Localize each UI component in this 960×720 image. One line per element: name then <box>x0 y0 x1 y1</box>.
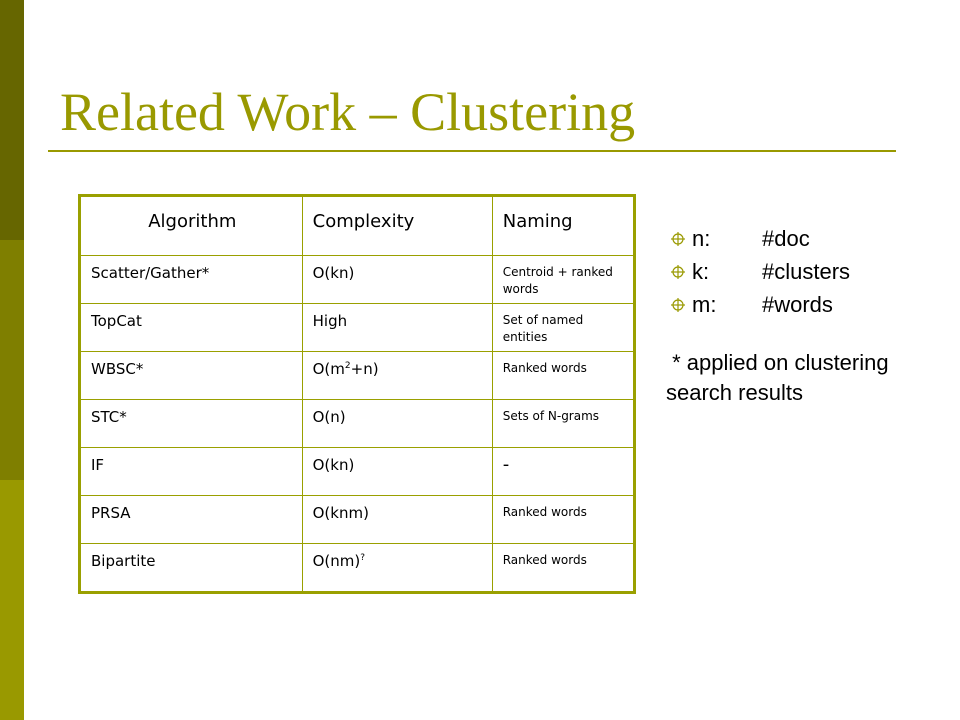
cell-algorithm: Scatter/Gather* <box>79 255 303 304</box>
cell-algorithm: Bipartite <box>79 543 303 593</box>
table-row: WBSC* O(m2+n) Ranked words <box>79 351 636 400</box>
algorithm-table: Algorithm Complexity Naming Scatter/Gath… <box>78 194 636 594</box>
cell-algorithm: TopCat <box>79 303 303 352</box>
cell-complexity: O(nm)? <box>301 543 493 593</box>
cell-naming: Ranked words <box>491 495 636 544</box>
slide-title: Related Work – Clustering <box>60 82 636 142</box>
table-header-row: Algorithm Complexity Naming <box>79 195 636 256</box>
cell-naming: Set of named entities <box>491 303 636 352</box>
sidebar-decoration-middle <box>0 240 24 480</box>
cell-algorithm: IF <box>79 447 303 496</box>
legend-value: #words <box>762 291 833 317</box>
crosshair-circle-icon <box>670 297 686 313</box>
cell-naming: Centroid + ranked words <box>491 255 636 304</box>
cell-naming: Sets of N-grams <box>491 399 636 448</box>
table-row: Bipartite O(nm)? Ranked words <box>79 543 636 593</box>
header-naming: Naming <box>491 195 636 256</box>
cell-naming: - <box>491 447 636 496</box>
legend-value: #doc <box>762 225 810 251</box>
table-row: STC* O(n) Sets of N-grams <box>79 399 636 448</box>
cell-complexity: O(m2+n) <box>301 351 493 400</box>
sidebar-decoration-top <box>0 0 24 240</box>
legend-key: m: <box>692 291 717 317</box>
crosshair-circle-icon <box>670 231 686 247</box>
header-algorithm: Algorithm <box>79 195 303 256</box>
cell-naming: Ranked words <box>491 351 636 400</box>
cell-complexity: O(knm) <box>301 495 493 544</box>
table-row: IF O(kn) - <box>79 447 636 496</box>
legend-item: m: #words <box>670 288 850 321</box>
cell-complexity: O(kn) <box>301 255 493 304</box>
complexity-base: O(nm) <box>312 552 361 570</box>
table-row: TopCat High Set of named entities <box>79 303 636 352</box>
crosshair-circle-icon <box>670 264 686 280</box>
table-row: PRSA O(knm) Ranked words <box>79 495 636 544</box>
complexity-superscript: ? <box>360 553 366 563</box>
cell-complexity: O(kn) <box>301 447 493 496</box>
footnote: * applied on clustering search results <box>666 350 895 405</box>
variable-legend: n: #doc k: #clusters m: #words <box>670 222 850 321</box>
complexity-superscript: 2 <box>344 361 351 371</box>
cell-complexity: High <box>301 303 493 352</box>
cell-naming: Ranked words <box>491 543 636 593</box>
legend-value: #clusters <box>762 258 851 284</box>
header-complexity: Complexity <box>301 195 493 256</box>
legend-item: n: #doc <box>670 222 850 255</box>
title-underline <box>48 150 896 152</box>
cell-algorithm: PRSA <box>79 495 303 544</box>
complexity-rest: +n) <box>350 360 379 378</box>
cell-algorithm: STC* <box>79 399 303 448</box>
sidebar-decoration-bottom <box>0 480 24 720</box>
table-row: Scatter/Gather* O(kn) Centroid + ranked … <box>79 255 636 304</box>
cell-complexity: O(n) <box>301 399 493 448</box>
cell-algorithm: WBSC* <box>79 351 303 400</box>
legend-key: n: <box>692 225 711 251</box>
legend-key: k: <box>692 258 710 284</box>
legend-item: k: #clusters <box>670 255 850 288</box>
complexity-base: O(m <box>312 360 345 378</box>
